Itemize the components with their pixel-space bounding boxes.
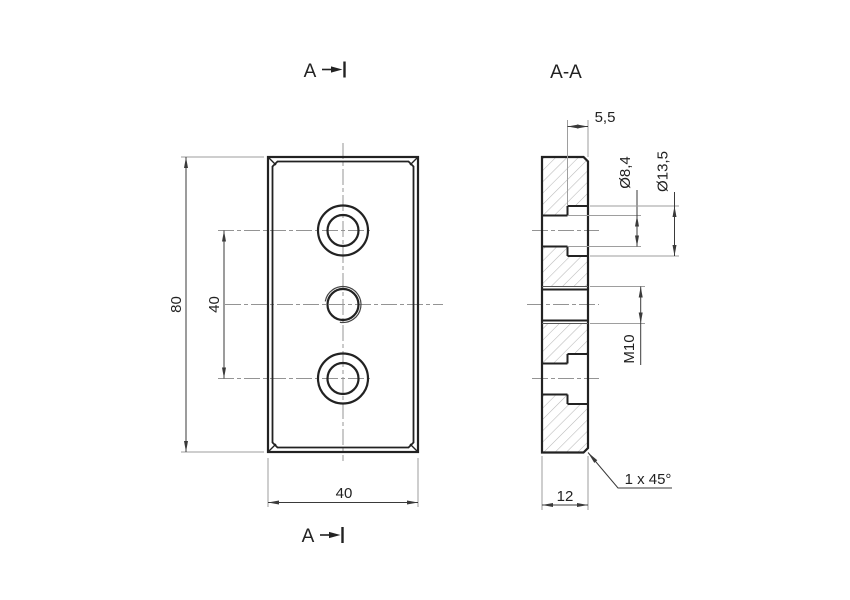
hole-spacing-dim-label: 40	[206, 296, 223, 313]
section-mark-letter-top: A	[304, 61, 317, 82]
section-view-title: A-A	[550, 62, 582, 83]
plate-chamfer-edge	[271, 160, 415, 449]
counterbore-diameter-label: Ø13,5	[655, 151, 672, 192]
dim-hole-diameter: Ø8,4	[567, 156, 641, 247]
width-dim-label: 40	[336, 485, 353, 502]
bottom-hole-circle	[326, 361, 360, 396]
plate-outer-edge	[266, 155, 420, 454]
plate-outline	[266, 155, 420, 454]
plate-corner-ticks	[267, 156, 419, 453]
dim-thickness: 12	[541, 456, 589, 510]
dim-thread: M10	[590, 286, 645, 365]
chamfer-note-label: 1 x 45°	[625, 471, 672, 488]
section-arrow-bottom	[329, 531, 341, 539]
section-cut-mark-bottom: A	[302, 526, 344, 547]
section-view: A-A	[527, 62, 679, 510]
hole-diameter-label: Ø8,4	[617, 156, 634, 189]
dim-counterbore-depth: 5,5	[567, 109, 616, 206]
front-view: 80 40 40 A A	[168, 61, 443, 547]
front-view-centerlines	[218, 143, 443, 461]
thread-label: M10	[621, 334, 638, 363]
thread-arc	[324, 285, 362, 324]
top-counterbored-hole-section	[542, 205, 588, 257]
threaded-hole-section	[542, 285, 588, 325]
section-arrow-top	[331, 66, 343, 73]
top-counterbore-circle	[316, 204, 370, 257]
chamfer-callout: 1 x 45°	[587, 452, 672, 489]
threaded-hole-circle	[326, 287, 360, 322]
bottom-counterbore-circle	[316, 352, 370, 405]
chamfer-leader-arrow	[588, 452, 598, 463]
section-cut-mark-top: A	[304, 61, 346, 82]
thickness-label: 12	[557, 488, 574, 505]
front-view-holes	[316, 204, 370, 405]
dim-hole-spacing-40: 40	[206, 230, 226, 379]
height-dim-label: 80	[168, 296, 185, 313]
dim-counterbore-diameter: Ø13,5	[590, 151, 679, 257]
top-hole-circle	[326, 213, 360, 248]
dim-height-80: 80	[168, 156, 264, 453]
bottom-counterbored-hole-section	[542, 353, 588, 405]
section-mark-letter-bottom: A	[302, 526, 315, 547]
section-outline	[540, 155, 590, 454]
dim-width-40: 40	[267, 458, 419, 507]
counterbore-depth-label: 5,5	[595, 109, 616, 126]
